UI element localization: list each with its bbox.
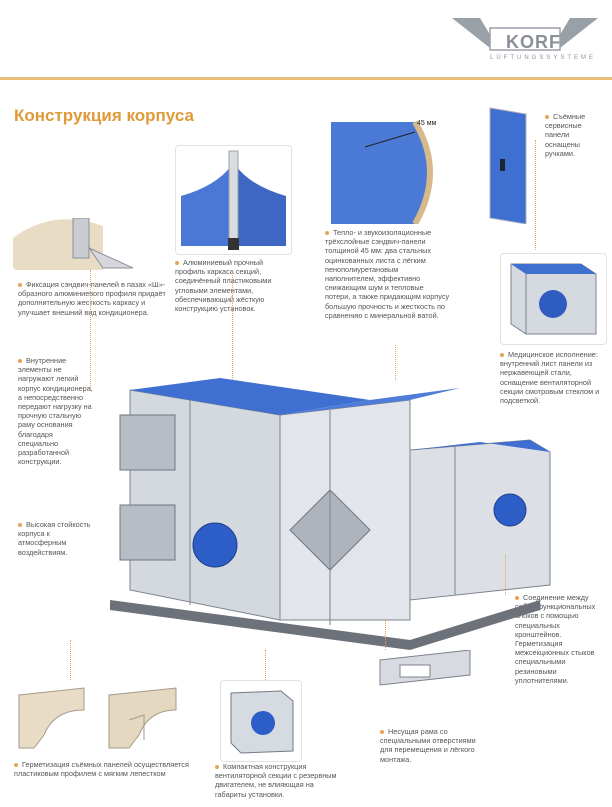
main-unit-image — [100, 370, 570, 670]
connector-line — [70, 640, 71, 680]
brand-tagline: LÜFTUNGSSYSTEME — [490, 55, 597, 61]
seal-profile-image-2 — [104, 680, 184, 752]
note-connection: Соединение между собой функциональных бл… — [515, 593, 596, 685]
connector-line — [265, 650, 266, 690]
profile-detail-image — [13, 218, 168, 270]
connector-line — [385, 620, 386, 650]
seal-profile-image-1 — [14, 680, 94, 752]
header-divider — [0, 77, 612, 80]
medical-unit-image — [500, 253, 607, 345]
connector-line — [395, 345, 396, 380]
base-frame-image — [375, 650, 475, 720]
panel-thickness-label: 45 мм — [417, 120, 437, 127]
note-internal: Внутренние элементы не нагружают легкий … — [18, 356, 93, 467]
connector-line — [505, 555, 506, 595]
note-base: Несущая рама со специальными отверстиями… — [380, 727, 476, 764]
connector-line — [535, 140, 536, 250]
korf-logo-icon — [452, 18, 598, 51]
connector-line — [90, 270, 91, 390]
aluminum-profile-image — [175, 145, 292, 255]
note-sealing: Герметизация съёмных панелей осуществляе… — [14, 760, 189, 779]
sandwich-panel-image: 45 мм — [325, 112, 445, 224]
brand-name: KORF — [506, 32, 561, 52]
note-medical: Медицинское исполнение: внутренний лист … — [500, 350, 600, 406]
note-panels: Тепло- и звукоизоляционные трёхслойные с… — [325, 228, 450, 320]
note-compact: Компактная конструкция вентиляторной сек… — [215, 762, 337, 799]
connector-line — [232, 270, 233, 380]
compact-fan-image — [220, 680, 302, 762]
note-aluminum: Алюминиевый прочный профиль каркаса секц… — [175, 258, 272, 314]
service-panel-image — [482, 104, 532, 224]
page-title: Конструкция корпуса — [14, 106, 194, 125]
korf-logo: KORF LÜFTUNGSSYSTEME — [450, 8, 600, 70]
note-resistance: Высокая стойкость корпуса к атмосферным … — [18, 520, 91, 557]
note-frame-fix: Фиксация сэндвич-панелей в пазах «Ш»-обр… — [18, 280, 166, 317]
note-removable: Съёмные сервисные панели оснащены ручкам… — [545, 112, 586, 158]
